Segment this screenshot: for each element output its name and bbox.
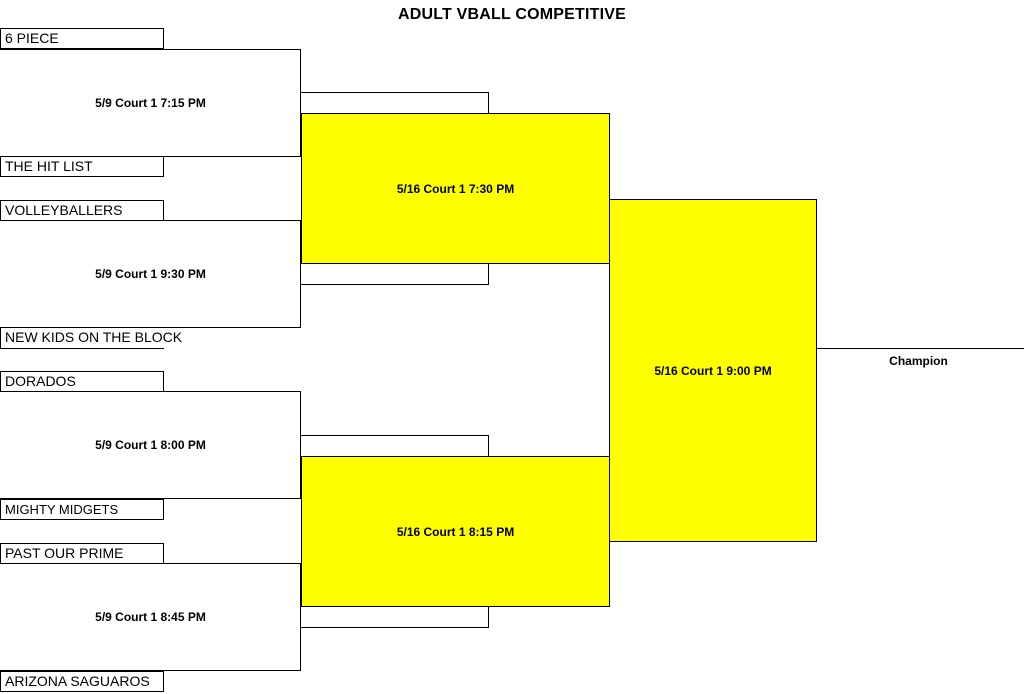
team-slot-4-underline — [0, 348, 164, 349]
connector-4 — [301, 606, 489, 628]
match-box-4 — [0, 563, 301, 671]
match-label-2: 5/9 Court 1 9:30 PM — [95, 267, 206, 281]
connector-3 — [301, 435, 489, 457]
match-label-4: 5/9 Court 1 8:45 PM — [95, 610, 206, 624]
team-slot-3[interactable]: VOLLEYBALLERS — [0, 200, 164, 221]
final-label: 5/16 Court 1 9:00 PM — [654, 363, 772, 378]
champion-line — [817, 348, 1024, 349]
semifinal-box-2: 5/16 Court 1 8:15 PM — [301, 456, 610, 607]
match-box-3 — [0, 391, 301, 499]
connector-2 — [301, 263, 489, 285]
match-box-1 — [0, 49, 301, 157]
team-slot-2[interactable]: THE HIT LIST — [0, 156, 164, 177]
semifinal-label-1: 5/16 Court 1 7:30 PM — [396, 181, 515, 196]
team-slot-6[interactable]: MIGHTY MIDGETS — [0, 499, 164, 520]
page-title: ADULT VBALL COMPETITIVE — [397, 6, 626, 23]
connector-1 — [301, 92, 489, 114]
champion-label: Champion — [889, 354, 948, 368]
semifinal-label-2: 5/16 Court 1 8:15 PM — [396, 524, 515, 539]
team-slot-8[interactable]: ARIZONA SAGUAROS — [0, 671, 164, 692]
team-slot-1[interactable]: 6 PIECE — [0, 28, 164, 49]
match-label-1: 5/9 Court 1 7:15 PM — [95, 96, 206, 110]
match-label-3: 5/9 Court 1 8:00 PM — [95, 438, 206, 452]
team-slot-7[interactable]: PAST OUR PRIME — [0, 543, 164, 564]
semifinal-box-1: 5/16 Court 1 7:30 PM — [301, 113, 610, 264]
team-slot-4[interactable]: NEW KIDS ON THE BLOCK — [0, 328, 182, 349]
match-box-2 — [0, 220, 301, 328]
team-slot-5[interactable]: DORADOS — [0, 371, 164, 392]
final-box: 5/16 Court 1 9:00 PM — [609, 199, 817, 542]
